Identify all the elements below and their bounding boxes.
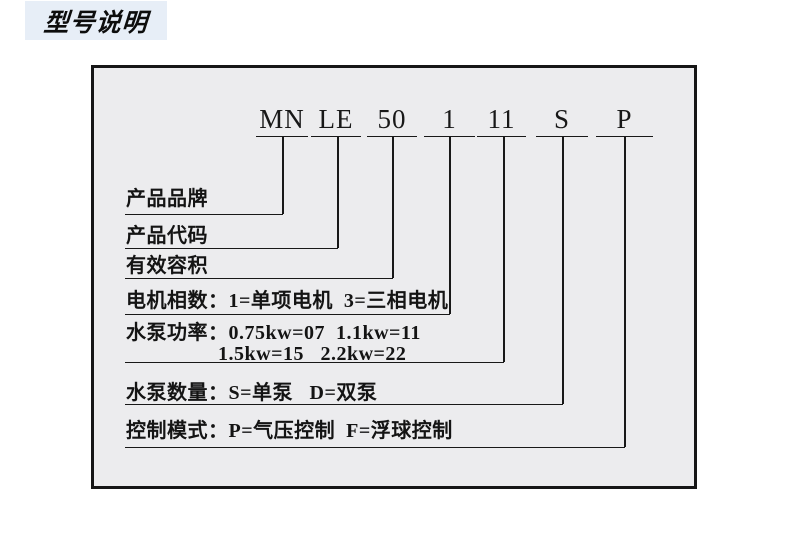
connector-vline-pump-count xyxy=(562,137,564,404)
legend-label-pump-power: 水泵功率：0.75kw=07 1.1kw=11 xyxy=(126,322,421,344)
legend-label-pump-count: 水泵数量：S=单泵 D=双泵 xyxy=(126,382,378,404)
section-title: 型号说明 xyxy=(42,8,149,37)
legend-label-pump-power-line2: 1.5kw=15 2.2kw=22 xyxy=(218,343,407,365)
legend-underline-brand xyxy=(125,213,283,215)
legend-label-product-code: 产品代码 xyxy=(126,225,208,247)
connector-vline-control-mode xyxy=(624,137,626,447)
model-code-segment-motor-phase: 1 xyxy=(424,103,475,137)
model-code-segment-pump-count: S xyxy=(536,103,588,137)
connector-vline-pump-power xyxy=(503,137,505,362)
legend-underline-motor-phase xyxy=(125,313,450,315)
legend-label-control-mode: 控制模式：P=气压控制 F=浮球控制 xyxy=(126,420,453,442)
model-diagram-panel xyxy=(91,65,697,489)
legend-label-brand: 产品品牌 xyxy=(126,188,208,210)
connector-vline-product-code xyxy=(337,137,339,248)
connector-vline-volume xyxy=(392,137,394,278)
legend-label-motor-phase: 电机相数：1=单项电机 3=三相电机 xyxy=(126,290,449,312)
connector-vline-motor-phase xyxy=(449,137,451,314)
model-code-segment-control-mode: P xyxy=(596,103,653,137)
model-code-segment-brand: MN xyxy=(256,103,308,137)
model-code-segment-volume: 50 xyxy=(367,103,417,137)
legend-underline-control-mode xyxy=(125,446,625,448)
model-code-segment-pump-power: 11 xyxy=(477,103,526,137)
connector-vline-brand xyxy=(282,137,284,214)
legend-label-volume: 有效容积 xyxy=(126,255,208,277)
section-header-highlight: 型号说明 xyxy=(25,1,167,40)
legend-underline-product-code xyxy=(125,247,338,249)
legend-underline-pump-power xyxy=(125,361,504,363)
model-code-segment-product-code: LE xyxy=(311,103,361,137)
legend-underline-pump-count xyxy=(125,403,563,405)
legend-underline-volume xyxy=(125,277,393,279)
